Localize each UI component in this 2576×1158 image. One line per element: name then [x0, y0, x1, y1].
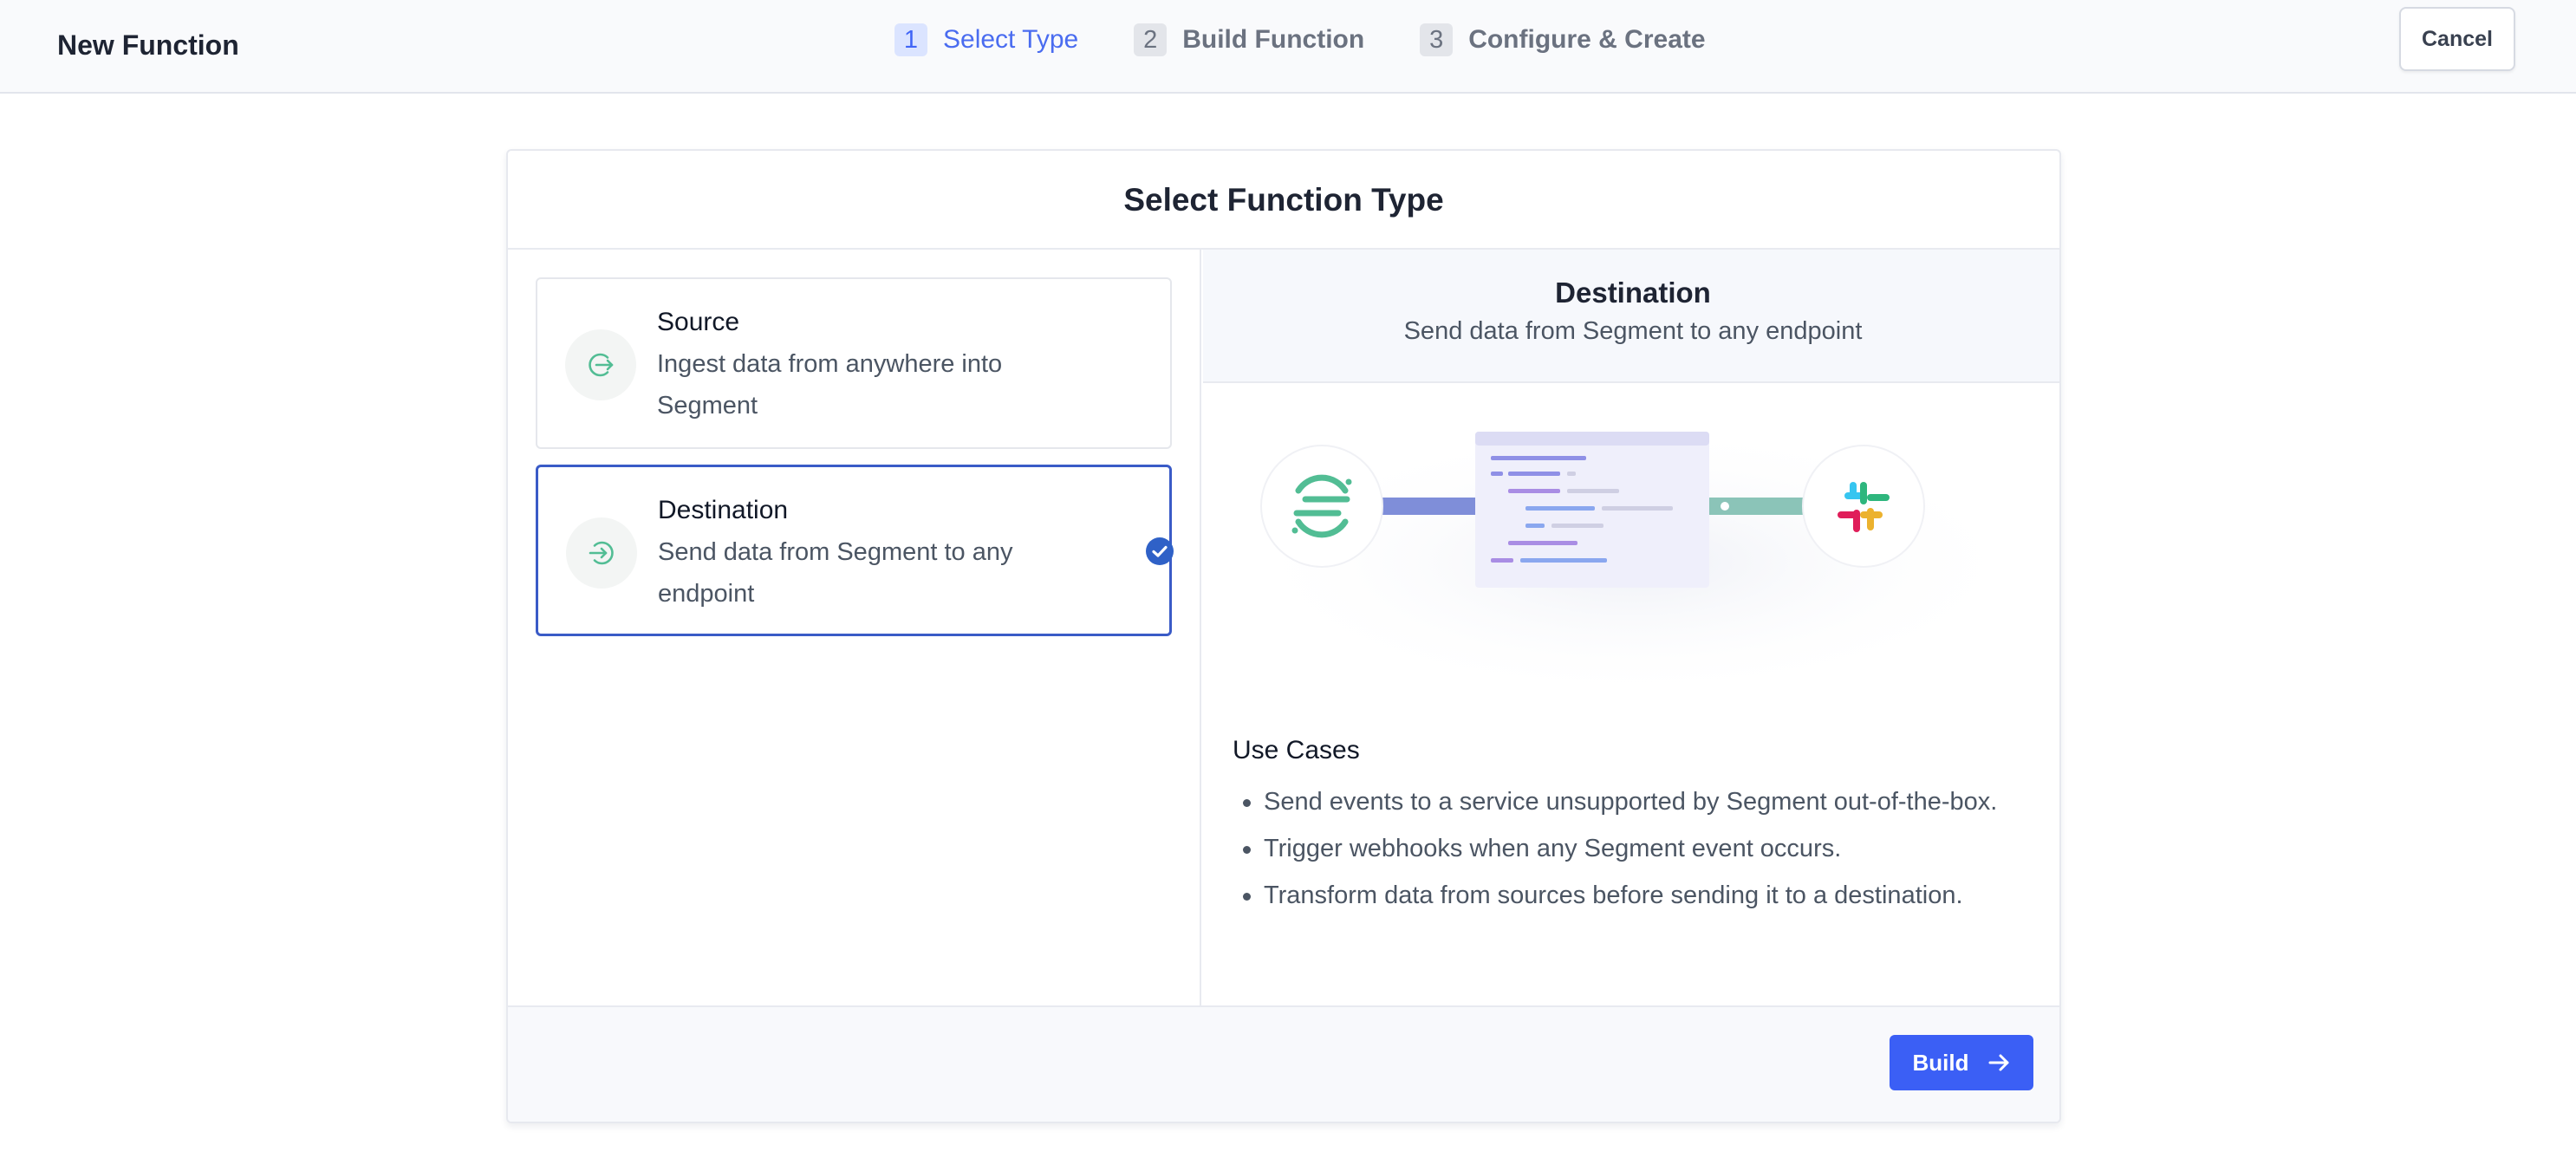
- step-label: Configure & Create: [1468, 25, 1706, 54]
- build-button[interactable]: Build: [1890, 1035, 2033, 1090]
- option-destination[interactable]: Destination Send data from Segment to an…: [536, 465, 1174, 636]
- card-footer: Build: [508, 1005, 2059, 1122]
- use-cases-title: Use Cases: [1233, 736, 1360, 764]
- step-number: 2: [1134, 23, 1168, 56]
- list-item: Transform data from sources before sendi…: [1243, 872, 2044, 919]
- function-type-card: Select Function Type Source Ingest data …: [506, 149, 2061, 1123]
- code-window-icon: [1475, 432, 1709, 588]
- step-select-type[interactable]: 1 Select Type: [894, 23, 1078, 57]
- list-item: Send events to a service unsupported by …: [1243, 778, 2044, 825]
- slack-logo-icon: [1802, 445, 1925, 568]
- detail-subtitle: Send data from Segment to any endpoint: [1403, 317, 1863, 345]
- build-button-label: Build: [1912, 1049, 1969, 1076]
- function-type-detail: Destination Send data from Segment to an…: [1203, 250, 2059, 1005]
- detail-title: Destination: [1555, 276, 1711, 309]
- option-source[interactable]: Source Ingest data from anywhere into Se…: [536, 277, 1172, 449]
- stepper: 1 Select Type 2 Build Function 3 Configu…: [894, 21, 1706, 59]
- cancel-button[interactable]: Cancel: [2399, 7, 2515, 71]
- list-item: Trigger webhooks when any Segment event …: [1243, 825, 2044, 872]
- step-number: 1: [894, 23, 927, 56]
- detail-header: Destination Send data from Segment to an…: [1203, 250, 2059, 383]
- option-title: Destination: [658, 496, 789, 524]
- option-title: Source: [657, 308, 740, 336]
- top-bar: New Function 1 Select Type 2 Build Funct…: [0, 0, 2576, 94]
- option-description: Send data from Segment to any endpoint: [658, 538, 1013, 608]
- step-configure-create[interactable]: 3 Configure & Create: [1420, 23, 1706, 57]
- step-number: 3: [1420, 23, 1454, 56]
- card-title: Select Function Type: [1123, 182, 1444, 218]
- step-build-function[interactable]: 2 Build Function: [1134, 23, 1364, 57]
- destination-illustration: [1238, 423, 2028, 700]
- arrow-in-circle-icon: [566, 517, 637, 589]
- arrow-out-circle-icon: [565, 329, 636, 400]
- use-cases-list: Send events to a service unsupported by …: [1243, 778, 2044, 919]
- segment-logo-icon: [1260, 445, 1383, 568]
- arrow-right-icon: [1988, 1053, 2011, 1072]
- function-type-options: Source Ingest data from anywhere into Se…: [508, 250, 1201, 1005]
- page-title: New Function: [57, 29, 239, 61]
- step-label: Select Type: [943, 25, 1079, 54]
- checkmark-circle-icon: [1146, 537, 1174, 565]
- option-description: Ingest data from anywhere into Segment: [657, 350, 1003, 420]
- card-header: Select Function Type: [508, 151, 2059, 250]
- step-label: Build Function: [1182, 25, 1365, 54]
